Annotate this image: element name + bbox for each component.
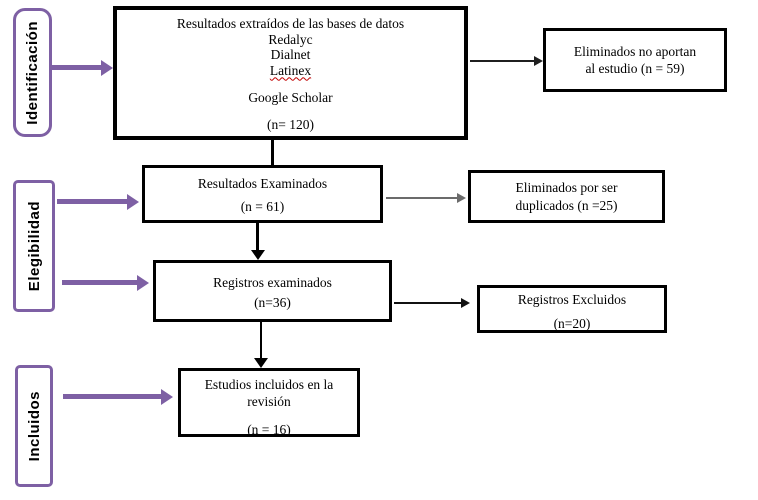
arrow-records-to-included xyxy=(260,322,262,358)
box-records-excluded-count: (n=20) xyxy=(553,316,591,331)
box-studies-included-title: Estudios incluidos en la xyxy=(204,377,334,392)
box-records-examined-count: (n=36) xyxy=(254,295,291,310)
arrow-to-removed-duplicates xyxy=(386,197,457,199)
box-removed-no-contribution-line1: Eliminados no aportan xyxy=(573,44,697,59)
box-database-results-count: (n= 120) xyxy=(267,116,314,132)
source-dialnet: Dialnet xyxy=(270,47,311,62)
box-records-examined: Registros examinados (n=36) xyxy=(153,260,392,322)
box-studies-included-count: (n = 16) xyxy=(247,422,291,437)
box-removed-no-contribution-line2: al estudio (n = 59) xyxy=(585,61,685,76)
box-studies-included-title2: revisión xyxy=(247,394,291,409)
stage-label-identification: Identificación xyxy=(13,8,52,137)
arrow-to-records-excluded xyxy=(394,302,461,304)
purple-arrow-eligibility-top xyxy=(57,199,127,204)
stage-label-eligibility: Elegibilidad xyxy=(13,180,55,312)
stage-label-identification-text: Identificación xyxy=(24,20,41,125)
source-latinex: Latinex xyxy=(269,62,312,78)
box-results-screened-count: (n = 61) xyxy=(240,199,285,214)
box-results-screened-title: Resultados Examinados xyxy=(197,176,328,191)
source-google-scholar: Google Scholar xyxy=(248,90,333,105)
box-records-excluded: Registros Excluidos (n=20) xyxy=(477,285,667,333)
box-studies-included: Estudios incluidos en la revisión (n = 1… xyxy=(178,368,360,437)
connector-identification-to-screened xyxy=(271,140,274,165)
stage-label-included: Incluidos xyxy=(15,365,53,487)
box-removed-duplicates: Eliminados por ser duplicados (n =25) xyxy=(468,170,665,223)
box-records-examined-title: Registros examinados xyxy=(213,275,332,290)
arrow-to-removed-no-contribution xyxy=(470,60,534,62)
box-database-results-title: Resultados extraídos de las bases de dat… xyxy=(176,16,405,31)
stage-label-eligibility-text: Elegibilidad xyxy=(25,200,43,292)
stage-label-included-text: Incluidos xyxy=(25,390,43,462)
purple-arrow-eligibility-bottom xyxy=(62,280,137,285)
box-records-excluded-title: Registros Excluidos xyxy=(517,292,627,307)
box-removed-duplicates-line2: duplicados (n =25) xyxy=(515,197,618,213)
source-redalyc: Redalyc xyxy=(268,31,313,47)
box-database-results: Resultados extraídos de las bases de dat… xyxy=(113,6,468,140)
box-removed-no-contribution: Eliminados no aportan al estudio (n = 59… xyxy=(543,28,727,92)
arrow-screened-to-records xyxy=(256,223,259,250)
purple-arrow-included xyxy=(63,394,161,399)
purple-arrow-identification xyxy=(52,65,101,70)
box-results-screened: Resultados Examinados (n = 61) xyxy=(142,165,383,223)
box-removed-duplicates-line1: Eliminados por ser xyxy=(515,179,618,195)
